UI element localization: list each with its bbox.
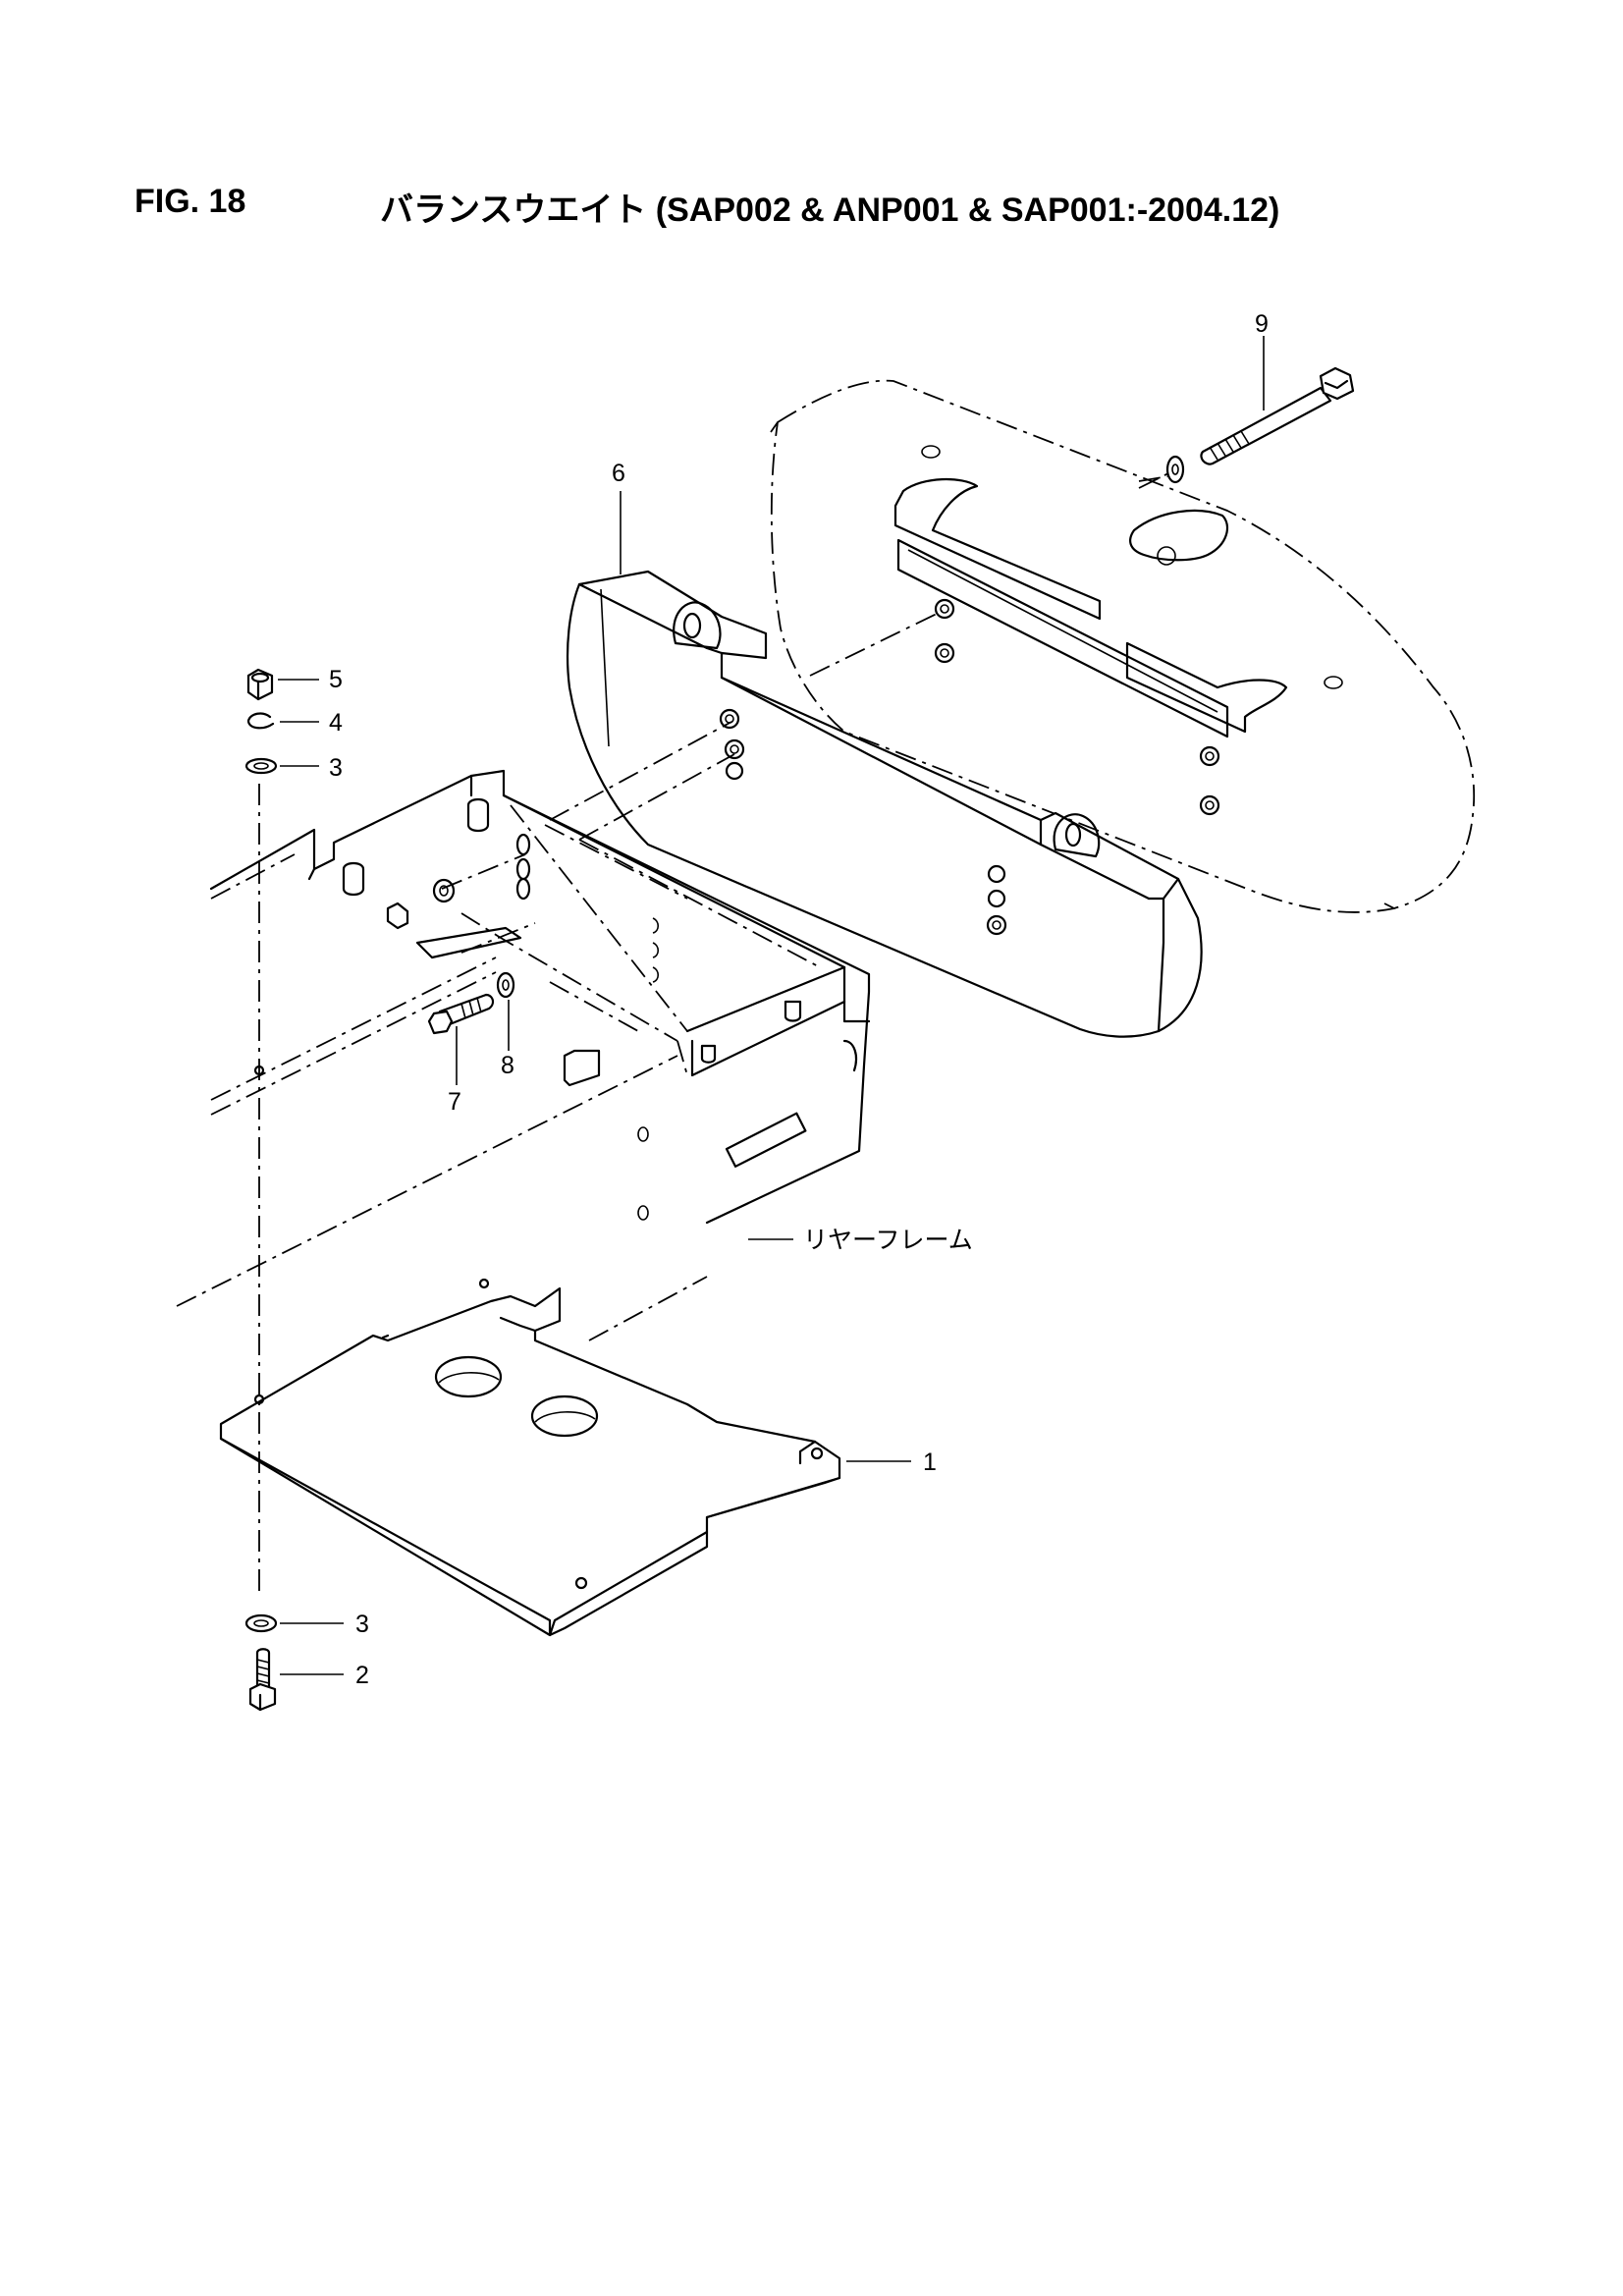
figure-title: バランスウエイト (SAP002 & ANP001 & SAP001:-2004… [380,191,1280,229]
flat-washer-part-3-top [244,757,319,775]
counterweight-part-6 [566,570,1203,1038]
rear-counterweight-outline [770,379,1476,913]
callout-4: 4 [329,709,343,737]
flat-washer-part-3-bottom [244,1613,344,1633]
rear-frame-outline [176,475,1169,1341]
callout-6: 6 [612,460,625,487]
under-cover-part-1 [219,1278,841,1637]
callout-1: 1 [923,1449,937,1476]
callout-3-top: 3 [329,754,343,782]
washer-part-8 [496,971,515,1051]
frame-bolt-hole [253,1065,265,1076]
bolt-part-2 [248,1648,344,1712]
spring-washer-part-4 [246,712,319,730]
figure-number: FIG. 18 [135,183,246,220]
callout-rear-frame: リヤーフレーム [803,1226,973,1254]
callout-5: 5 [329,666,343,693]
callout-2: 2 [355,1662,369,1689]
callout-3-bottom: 3 [355,1611,369,1638]
cover-bolt-hole [253,1394,265,1405]
callout-7: 7 [448,1088,461,1116]
long-bolt-part-9 [1138,336,1355,489]
callout-8: 8 [501,1052,514,1079]
nut-part-5 [246,668,319,701]
callout-9: 9 [1255,310,1269,338]
bolt-part-7 [427,993,495,1085]
